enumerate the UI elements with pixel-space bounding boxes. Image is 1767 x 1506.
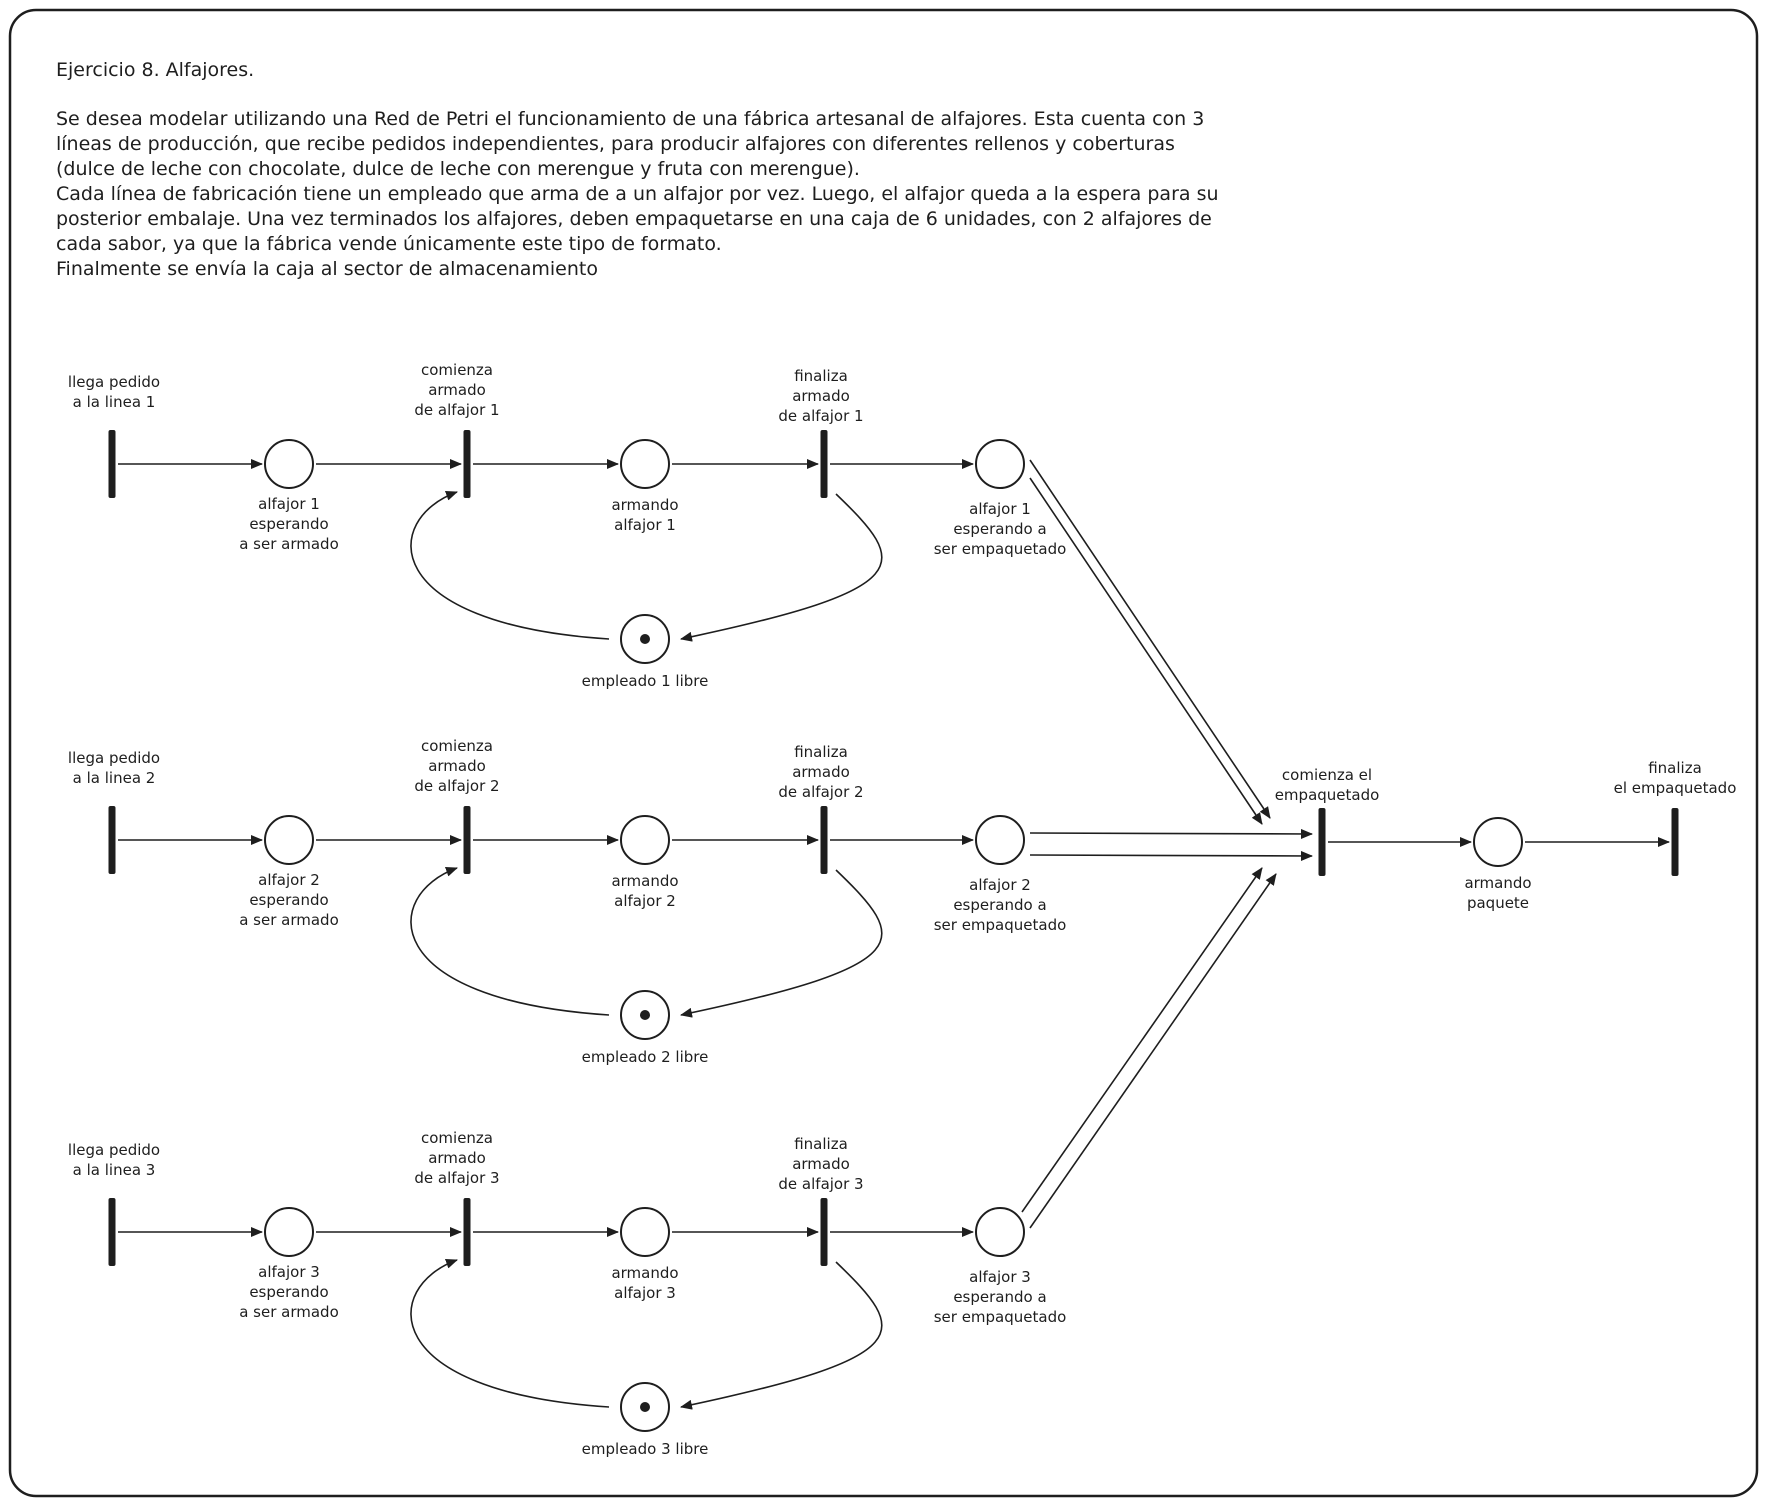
paragraph-line: Cada línea de fabricación tiene un emple… bbox=[56, 183, 1219, 205]
paragraph-line: Finalmente se envía la caja al sector de… bbox=[56, 258, 598, 280]
place-assembling-line-1 bbox=[620, 439, 670, 489]
arc-ready-2-to-packaging bbox=[1029, 850, 1313, 861]
transition-finish-line-2 bbox=[820, 806, 828, 874]
place-worker-free-line-1 bbox=[620, 614, 670, 664]
place-assembling-line-3 bbox=[620, 1207, 670, 1257]
place-assembling-package bbox=[1473, 817, 1523, 867]
place-waiting-line-1 bbox=[264, 439, 314, 489]
transition-finish-packaging bbox=[1671, 808, 1679, 876]
transition-finish-line-1 bbox=[820, 430, 828, 498]
place-ready-line-3 bbox=[975, 1207, 1025, 1257]
transition-arrive-line-2 bbox=[108, 806, 116, 874]
transition-arrive-line-1 bbox=[108, 430, 116, 498]
transition-start-line-3 bbox=[463, 1198, 471, 1266]
token bbox=[640, 1010, 650, 1020]
place-ready-line-1 bbox=[975, 439, 1025, 489]
canvas-frame bbox=[8, 8, 1759, 1498]
exercise-title: Ejercicio 8. Alfajores. bbox=[56, 59, 254, 81]
paragraph-line: posterior embalaje. Una vez terminados l… bbox=[56, 208, 1212, 230]
arc-worker-free-to-start bbox=[410, 491, 610, 640]
paragraph-line: cada sabor, ya que la fábrica vende únic… bbox=[56, 233, 722, 255]
problem-statement: Se desea modelar utilizando una Red de P… bbox=[56, 108, 1219, 280]
label-worker-free-line-3: empleado 3 libre bbox=[582, 1440, 709, 1458]
arc-finish-to-worker-free bbox=[680, 1261, 883, 1410]
token bbox=[640, 634, 650, 644]
paragraph-line: líneas de producción, que recibe pedidos… bbox=[56, 133, 1175, 155]
label-worker-free-line-2: empleado 2 libre bbox=[582, 1048, 709, 1066]
transition-start-line-1 bbox=[463, 430, 471, 498]
arc-worker-free-to-start bbox=[410, 867, 610, 1016]
transition-finish-line-3 bbox=[820, 1198, 828, 1266]
arc-finish-to-worker-free bbox=[680, 869, 883, 1018]
arc-ready-1-to-packaging bbox=[1029, 477, 1263, 825]
transition-arrive-line-3 bbox=[108, 1198, 116, 1266]
paragraph-line: Se desea modelar utilizando una Red de P… bbox=[56, 108, 1204, 130]
arc-ready-1-to-packaging bbox=[1029, 459, 1271, 819]
token bbox=[640, 1402, 650, 1412]
transition-start-packaging bbox=[1318, 808, 1326, 876]
transition-start-line-2 bbox=[463, 806, 471, 874]
nodes-layer bbox=[108, 430, 1679, 1432]
place-waiting-line-3 bbox=[264, 1207, 314, 1257]
arcs-layer bbox=[118, 459, 1670, 1410]
place-waiting-line-2 bbox=[264, 815, 314, 865]
arc-ready-2-to-packaging bbox=[1029, 828, 1313, 839]
arc-worker-free-to-start bbox=[410, 1259, 610, 1408]
arc-ready-3-to-packaging bbox=[1029, 873, 1277, 1229]
place-assembling-line-2 bbox=[620, 815, 670, 865]
arc-finish-to-worker-free bbox=[680, 493, 883, 642]
paragraph-line: (dulce de leche con chocolate, dulce de … bbox=[56, 158, 860, 180]
arc-ready-3-to-packaging bbox=[1021, 867, 1263, 1213]
place-worker-free-line-3 bbox=[620, 1382, 670, 1432]
place-worker-free-line-2 bbox=[620, 990, 670, 1040]
place-ready-line-2 bbox=[975, 815, 1025, 865]
label-worker-free-line-1: empleado 1 libre bbox=[582, 672, 709, 690]
